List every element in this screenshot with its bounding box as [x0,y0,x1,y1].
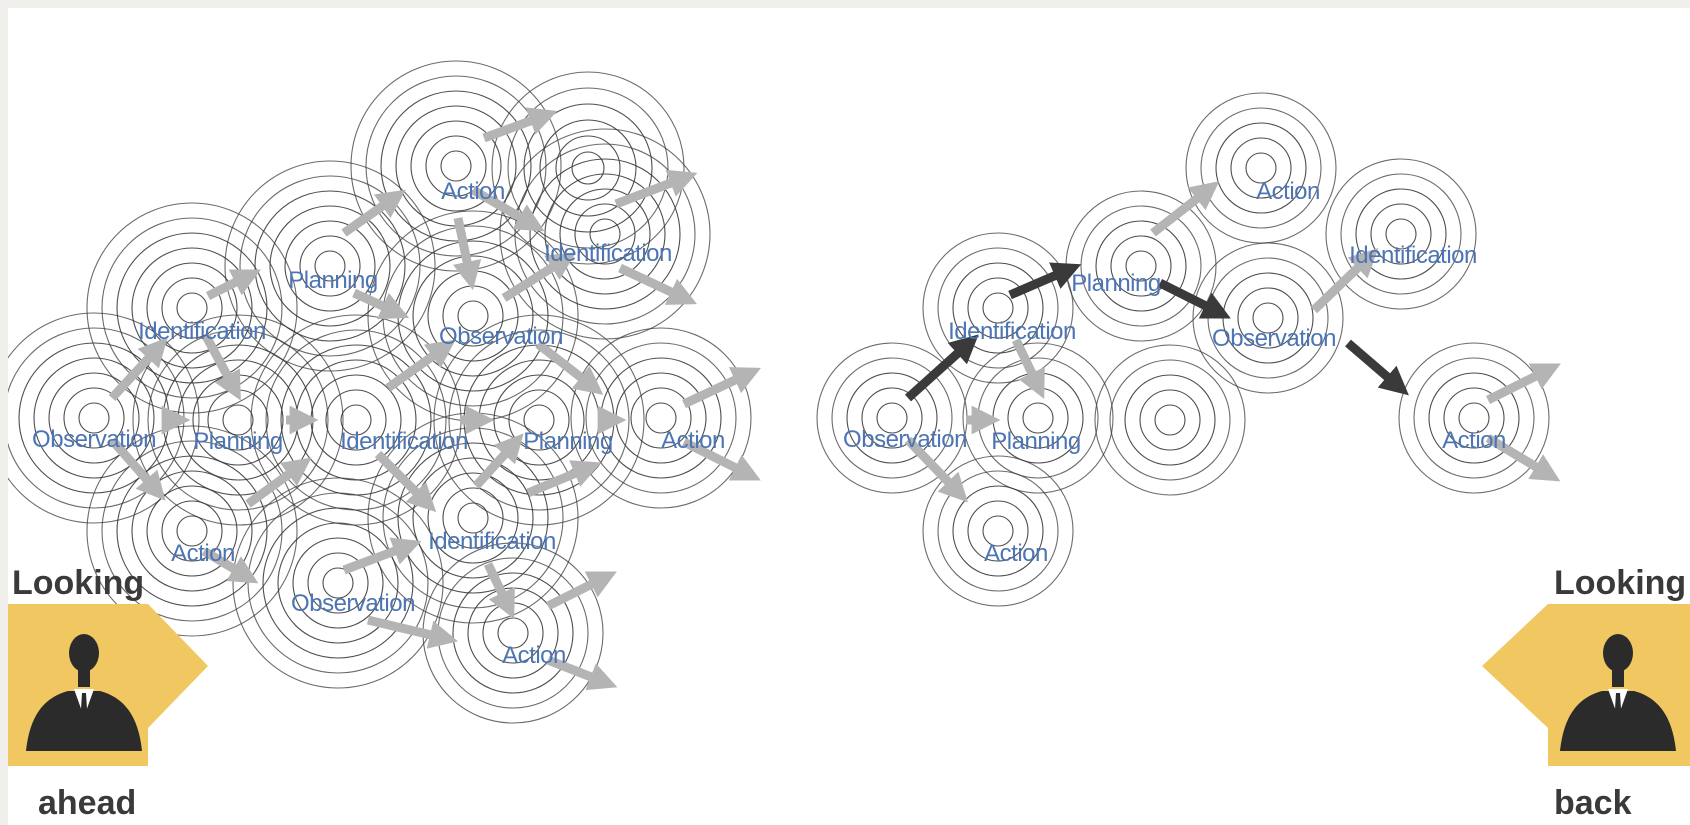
node-planning: Planning [523,428,612,455]
node-observation: Observation [291,590,415,617]
caption-ahead: ahead [38,784,136,822]
right-flow-arrows [904,181,1561,503]
node-planning: Planning [991,428,1080,455]
flow-arrow [1011,338,1045,399]
node-observation: Observation [843,426,967,453]
flow-arrow [1310,248,1379,314]
ripple-rings [1185,92,1337,244]
node-observation: Observation [439,323,563,350]
node-identification: Identification [1349,242,1477,269]
node-action: Action [661,427,725,454]
flow-arrow [202,333,241,401]
caption-looking: Looking [1554,564,1686,602]
left-flow-arrows [108,107,762,691]
ripple-rings [491,71,685,265]
flow-arrow [501,252,577,302]
caption-back: back [1554,784,1632,822]
flow-arrow [352,288,410,320]
flow-arrow [535,340,604,395]
ripple-rings [1325,158,1477,310]
looking-back-badge: Looking back [1482,564,1690,825]
diagram-stage: Observation Identification Planning Acti… [8,8,1690,825]
node-planning: Planning [1071,270,1160,297]
flow-arrow [108,437,166,501]
flow-arrow [483,562,515,620]
node-identification: Identification [138,318,266,345]
node-action: Action [502,642,566,669]
flow-arrow [385,339,456,392]
ripple-rings [922,455,1074,607]
flow-arrow [342,537,422,575]
dark-flow-arrow [904,334,979,402]
flow-arrow [545,571,617,611]
ripple-rings [1065,190,1217,342]
node-identification: Identification [544,240,672,267]
flow-arrow [546,655,618,691]
node-action: Action [984,540,1048,567]
ripple-rings [86,425,298,637]
flow-arrow [1485,363,1561,405]
ripple-rings [350,60,562,272]
looking-ahead-looking-back-diagram: Observation Identification Planning Acti… [8,60,1690,825]
left-node-labels: Observation Identification Planning Acti… [32,178,725,669]
node-observation: Observation [32,426,156,453]
ripple-rings [570,327,752,509]
flow-arrow [472,433,524,490]
node-observation: Observation [1212,325,1336,352]
node-action: Action [1256,178,1320,205]
flow-arrow [108,337,168,402]
node-action: Action [1442,427,1506,454]
flow-arrow [904,436,968,503]
dark-flow-arrow [1157,278,1231,319]
right-ripple-rings [816,92,1550,607]
caption-looking: Looking [12,564,144,602]
businessman-icon [1560,634,1676,751]
dark-flow-arrow [1345,339,1409,396]
ripple-rings [422,542,604,724]
businessman-icon [26,634,142,751]
dark-flow-arrow [1008,262,1082,300]
node-action: Action [441,178,505,205]
flow-arrow [1485,434,1561,482]
ripple-rings [922,232,1074,384]
ripple-rings [1094,344,1246,496]
flow-arrow [618,263,698,305]
flow-arrow [682,367,762,409]
looking-ahead-badge: Looking ahead [8,564,208,825]
flow-arrow [205,269,261,301]
flow-arrow [341,189,406,237]
flow-arrow [681,437,761,481]
flow-arrow [614,169,698,209]
flow-arrow [526,460,602,498]
ripple-rings [86,202,298,414]
left-ripple-rings [8,60,752,724]
ripple-rings [224,160,436,372]
node-planning: Planning [288,267,377,294]
flow-arrow [1150,181,1220,237]
node-identification: Identification [948,318,1076,345]
flow-arrow [452,217,482,291]
flow-arrow [374,450,437,513]
node-action: Action [171,540,235,567]
flow-arrow [482,107,558,143]
node-identification: Identification [428,528,556,555]
flow-arrow [245,457,312,508]
flow-arrow [201,547,259,584]
node-planning: Planning [193,428,282,455]
ripple-rings [499,128,711,340]
ripple-rings [1398,342,1550,494]
node-identification: Identification [340,428,468,455]
right-node-labels: Observation Identification Planning Acti… [843,178,1506,567]
flow-arrow [366,615,459,649]
flow-arrow [470,186,545,232]
